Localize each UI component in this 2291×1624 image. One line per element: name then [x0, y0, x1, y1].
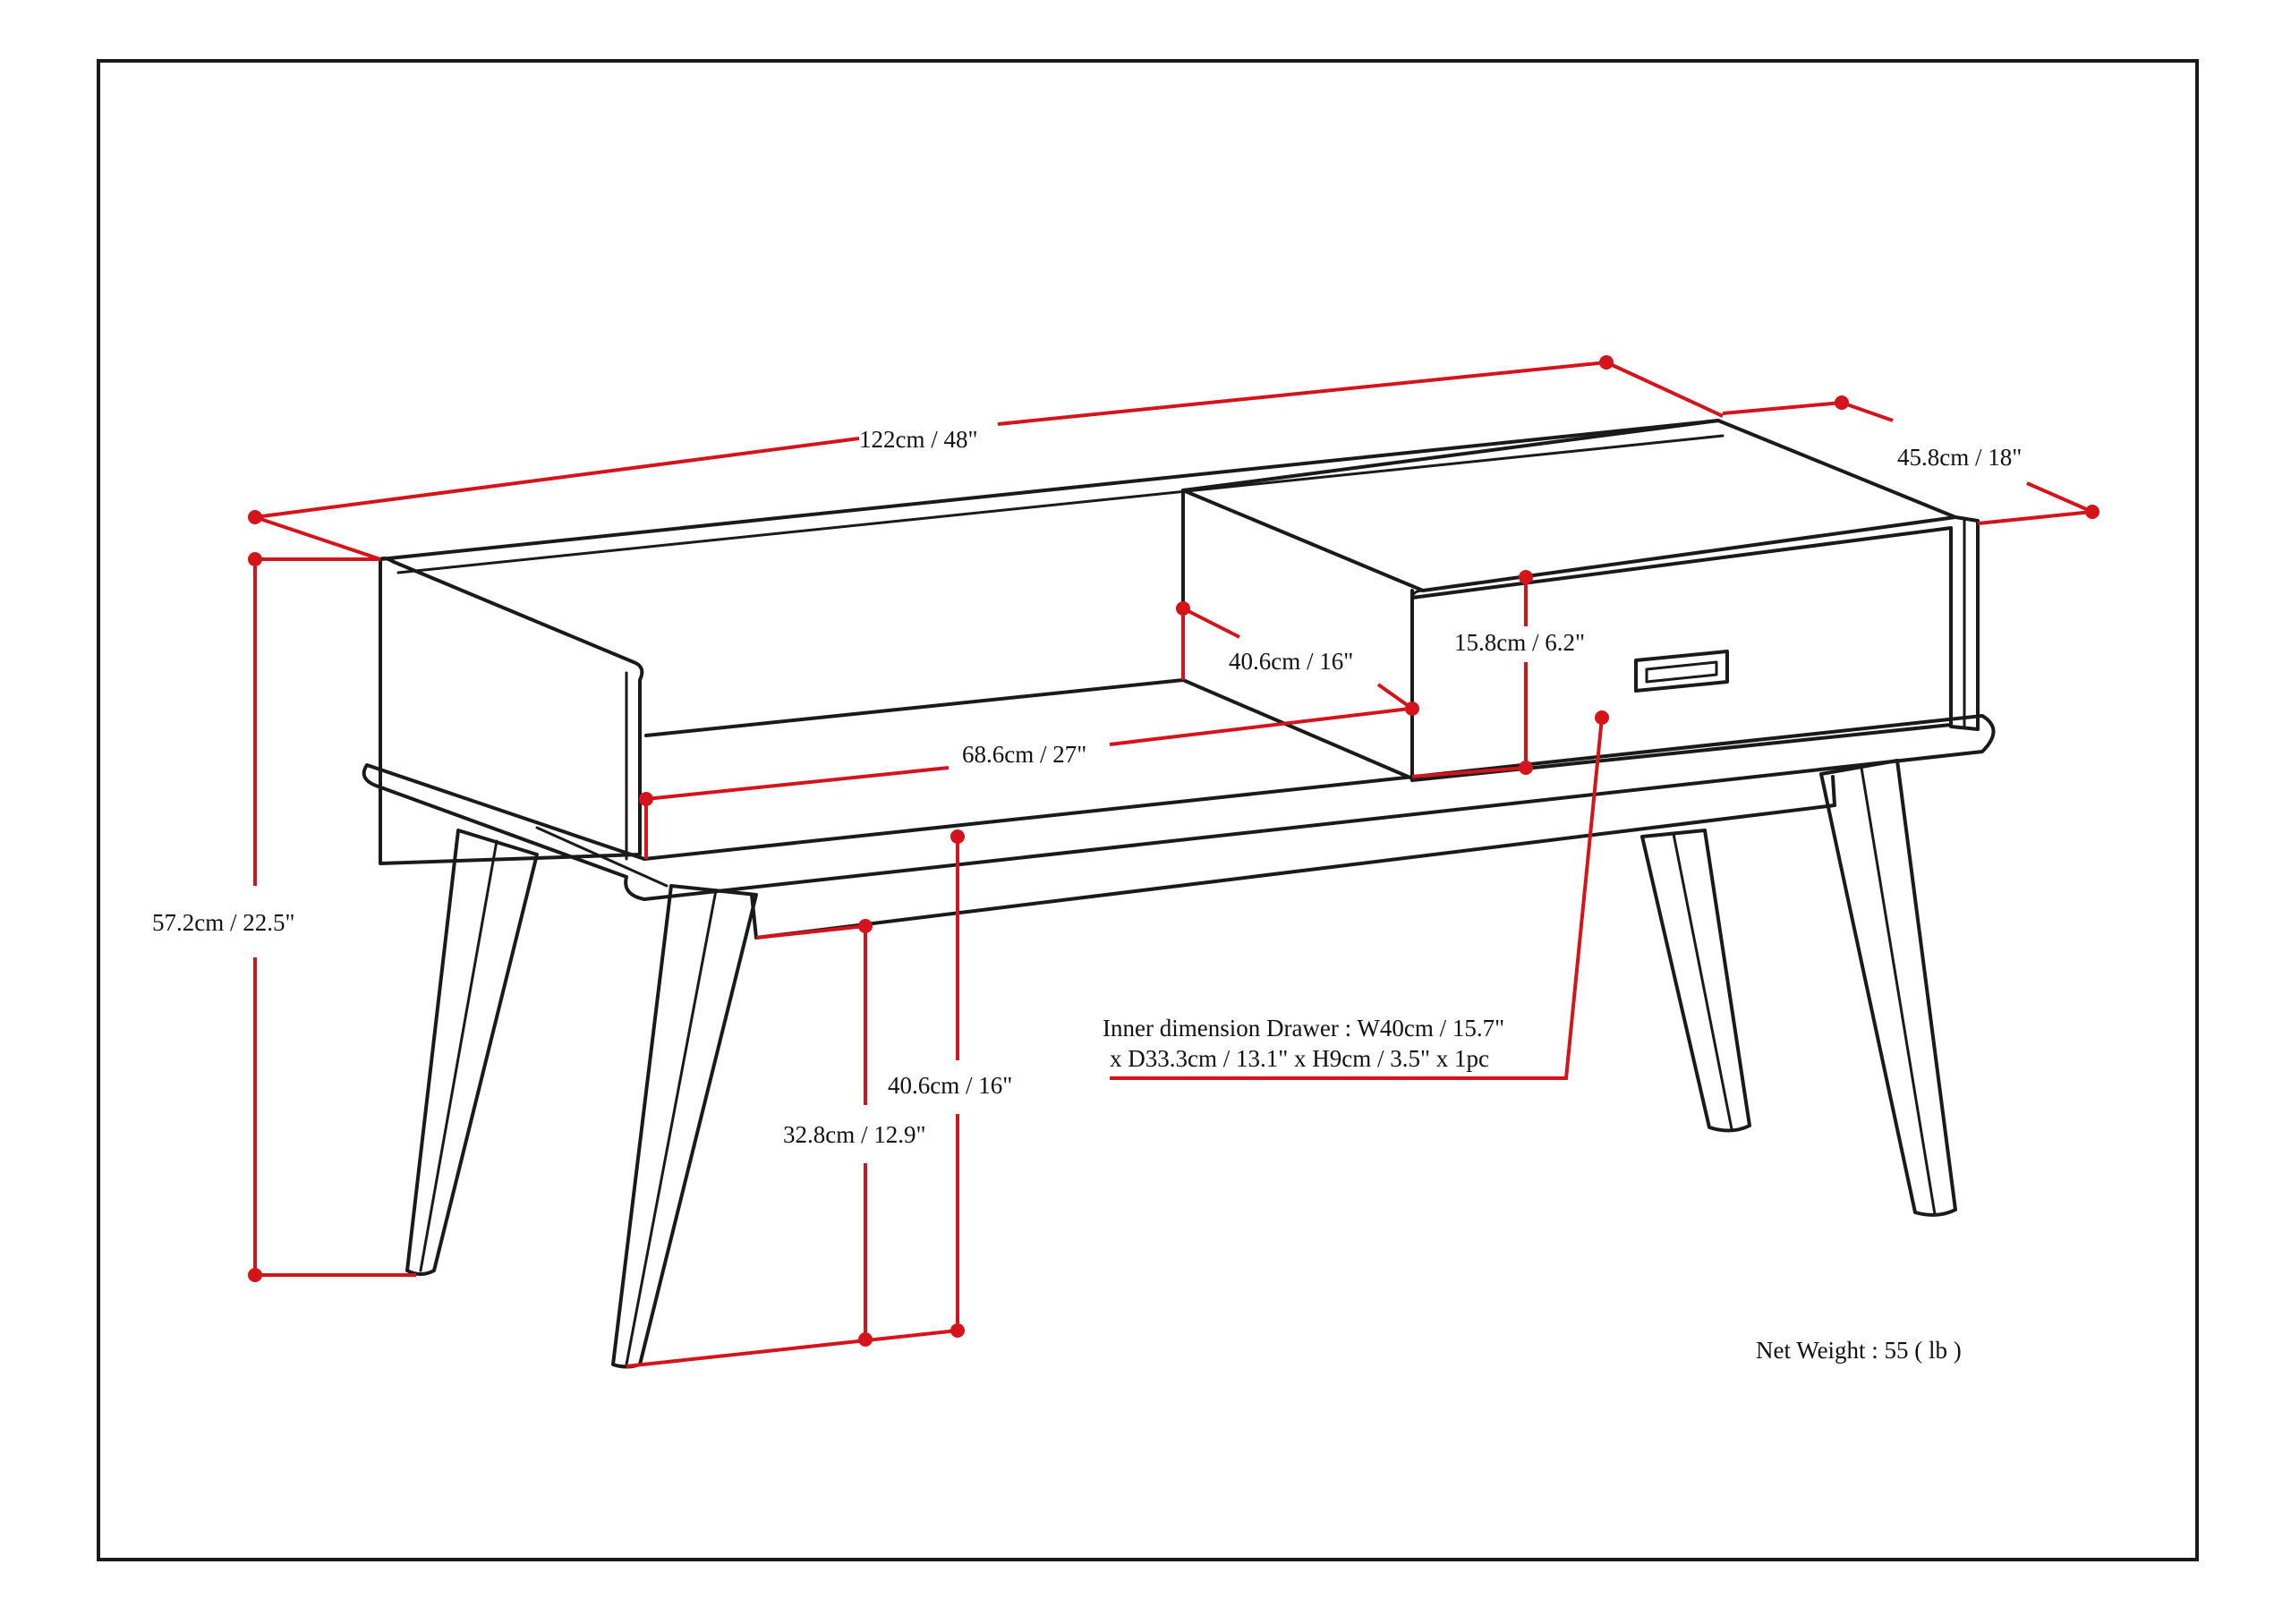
dim-dot: [1405, 701, 1419, 716]
leg-front-right: [1819, 759, 1957, 1217]
dim-ext-clearance-top: [755, 924, 866, 940]
dimension-labels: 122cm / 48" 45.8cm / 18" 57.2cm / 22.5" …: [152, 426, 2022, 1364]
drawer-front-top-lip: [1410, 589, 1425, 607]
dim-dot: [1599, 355, 1614, 370]
dim-dot: [248, 510, 262, 524]
frame-border: [97, 59, 2199, 1561]
note-inner-drawer-line2: x D33.3cm / 13.1" x H9cm / 3.5" x 1pc: [1110, 1045, 1489, 1072]
dim-dot: [858, 919, 873, 933]
dim-dot: [1835, 395, 1849, 410]
label-drawer-depth: 40.6cm / 16": [1229, 648, 1353, 675]
dim-ext-overall-width-right: [1605, 361, 1724, 418]
leg-front-left-ridge: [625, 889, 718, 1366]
dim-dot: [2085, 505, 2099, 519]
drawer-cabinet-left-side: [1181, 489, 1414, 780]
dim-dot: [1519, 761, 1533, 775]
dim-dot: [950, 829, 965, 844]
dim-line-shelf-width-a: [645, 766, 950, 801]
dim-dot: [639, 792, 653, 806]
bench-drawing: [362, 419, 1996, 1369]
label-drawer-height: 15.8cm / 6.2": [1454, 629, 1585, 656]
leg-back-left: [405, 829, 539, 1276]
apron-under-left: [535, 826, 669, 888]
dim-dot: [1595, 710, 1609, 725]
label-overall-width: 122cm / 48": [859, 426, 978, 453]
dim-ext-drawer-height-bottom: [1411, 766, 1527, 778]
drawer-handle-icon: [1634, 650, 1729, 693]
drawer-cabinet-top: [1181, 419, 1957, 592]
inner-drawer-leader-line: [1110, 717, 1604, 1080]
leg-back-right: [1640, 829, 1751, 1133]
leg-back-right-ridge: [1672, 832, 1733, 1131]
dim-dot: [858, 1332, 873, 1347]
label-shelf-width: 68.6cm / 27": [962, 741, 1086, 768]
label-overall-height: 57.2cm / 22.5": [152, 909, 295, 936]
base-top-front: [362, 714, 1996, 901]
dim-line-depth-d: [2026, 481, 2093, 514]
dim-line-depth-a: [1722, 401, 1843, 415]
dimension-lines: [248, 355, 2099, 1368]
dim-line-depth-c: [1977, 510, 2093, 525]
dim-line-shelf-width-b: [1109, 707, 1410, 746]
label-seat-height: 40.6cm / 16": [888, 1072, 1012, 1099]
note-net-weight: Net Weight : 55 ( lb ): [1756, 1337, 1962, 1364]
leg-front-left: [611, 884, 758, 1369]
leg-front-right-ridge: [1860, 766, 1937, 1216]
apron-under-front: [750, 775, 1836, 940]
dim-ext-overall-width-left: [254, 515, 381, 561]
back-top-edge: [379, 419, 1720, 561]
dim-dot: [248, 552, 262, 566]
shelf-back-edge: [644, 678, 1185, 737]
dim-dot: [1519, 570, 1533, 584]
label-depth: 45.8cm / 18": [1897, 444, 2022, 471]
back-inner-edge: [396, 434, 1725, 574]
dim-ext-floor-line: [626, 1329, 958, 1368]
left-panel: [379, 557, 644, 865]
dim-line-overall-width-a: [254, 437, 860, 519]
dim-line-depth-b: [1841, 401, 1894, 422]
dim-dot: [248, 1268, 262, 1282]
dim-line-overall-width-b: [997, 361, 1607, 426]
dim-line-drawer-depth-b: [1182, 607, 1240, 639]
dim-dot: [1176, 601, 1190, 616]
note-inner-drawer-line1: Inner dimension Drawer : W40cm / 15.7": [1103, 1015, 1504, 1042]
leg-back-left-ridge: [419, 839, 498, 1272]
label-leg-clearance: 32.8cm / 12.9": [783, 1121, 926, 1148]
